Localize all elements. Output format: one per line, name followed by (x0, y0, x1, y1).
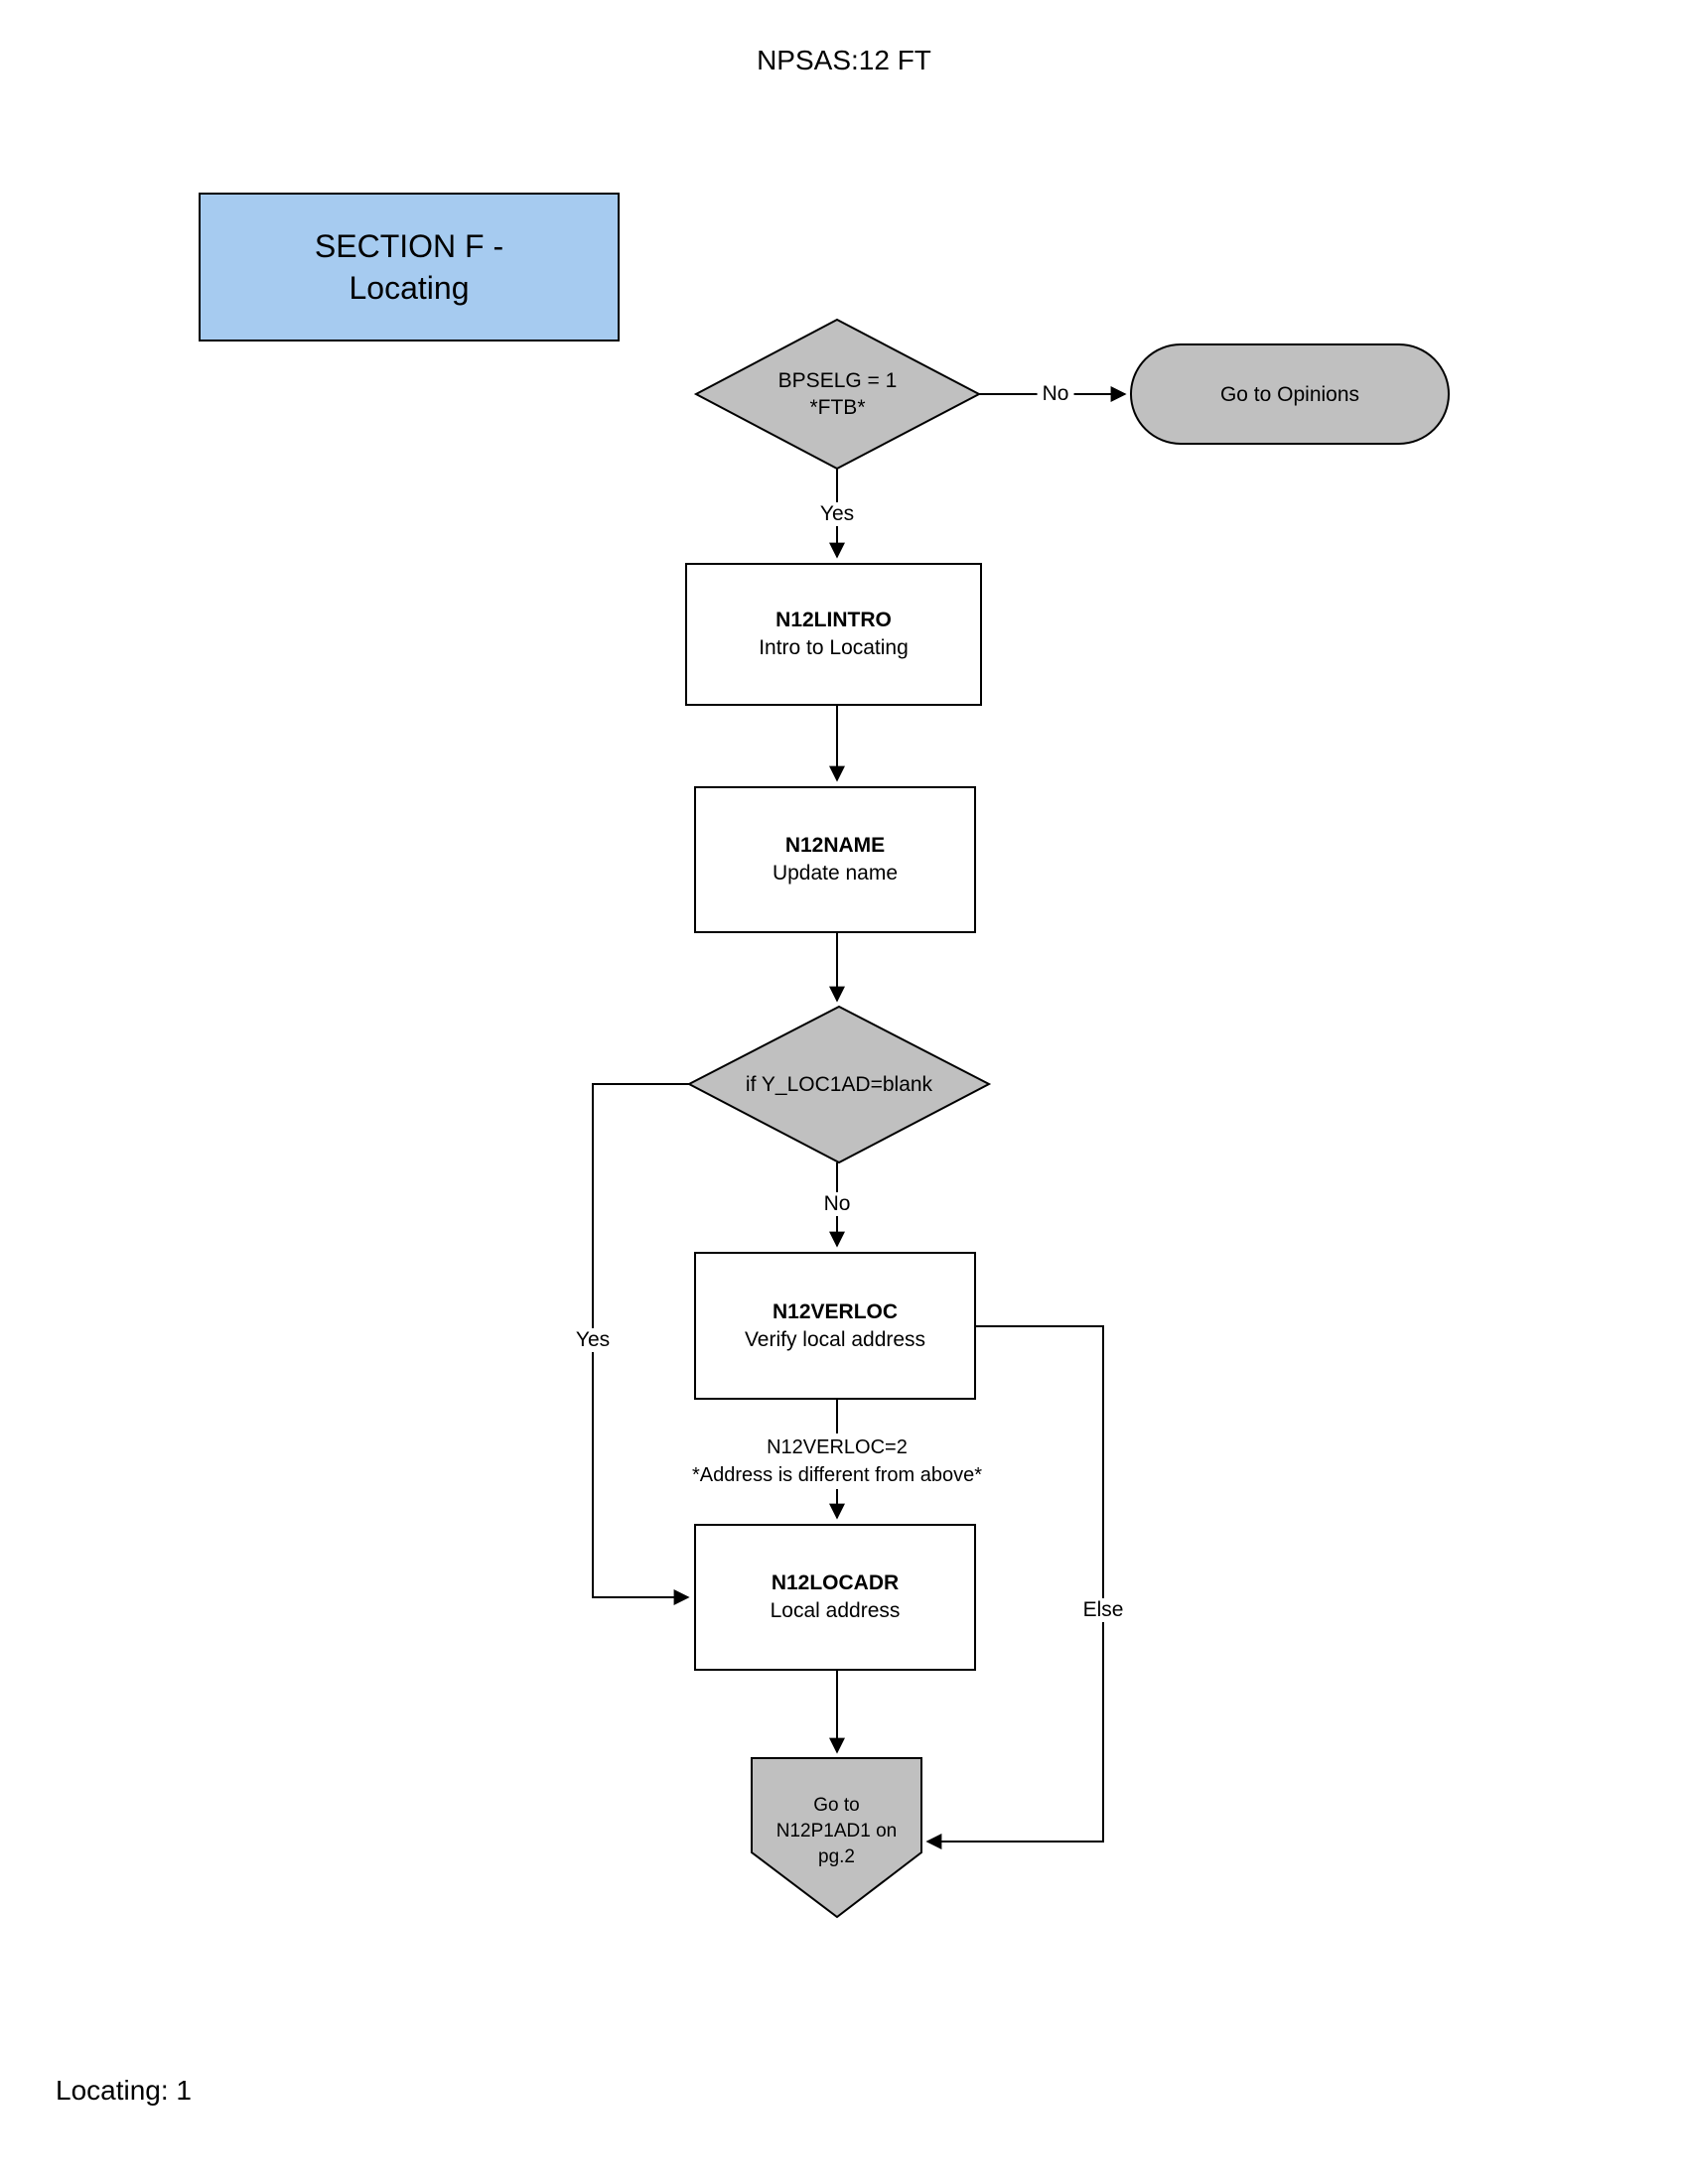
node-n12locadr: N12LOCADR Local address (694, 1524, 976, 1671)
edge-label-yloc1ad-no: No (818, 1192, 856, 1216)
decision-yloc1ad-label: if Y_LOC1AD=blank (745, 1073, 933, 1096)
terminal-opinions-label-wrap: Go to Opinions (1131, 344, 1449, 444)
decision-yloc1ad-label-wrap: if Y_LOC1AD=blank (689, 1007, 989, 1162)
node-n12verloc: N12VERLOC Verify local address (694, 1252, 976, 1400)
node-n12name-name: N12NAME (784, 834, 886, 857)
edge-label-verloc-else: Else (1077, 1598, 1129, 1622)
decision-bpselg-label: BPSELG = 1 *FTB* (696, 320, 979, 469)
node-n12lintro-name: N12LINTRO (775, 609, 892, 631)
node-n12verloc-name: N12VERLOC (772, 1299, 899, 1323)
edge-label-bpselg-yes: Yes (814, 502, 860, 526)
edge-label-bpselg-no: No (1037, 382, 1074, 406)
verloc-condition-line2: *Address is different from above* (691, 1464, 983, 1486)
offpage-connector-shape (751, 1757, 922, 1919)
terminal-opinions-label: Go to Opinions (1219, 382, 1360, 406)
decision-bpselg-shape (693, 318, 982, 471)
node-n12name-desc: Update name (772, 862, 899, 885)
offpage-line2: N12P1AD1 on (775, 1821, 898, 1842)
edge-label-yloc1ad-yes: Yes (570, 1328, 616, 1352)
page-title: NPSAS:12 FT (757, 45, 931, 75)
section-label-line2: Locating (349, 270, 470, 306)
node-n12locadr-desc: Local address (770, 1599, 901, 1622)
node-n12lintro: N12LINTRO Intro to Locating (685, 563, 982, 706)
page-footer: Locating: 1 (56, 2075, 192, 2106)
section-label-box: SECTION F - Locating (199, 193, 620, 341)
verloc-condition-line1: N12VERLOC=2 (767, 1436, 908, 1458)
offpage-connector-label: Go to N12P1AD1 on pg.2 (752, 1767, 921, 1896)
offpage-line1: Go to (813, 1795, 860, 1816)
node-n12name: N12NAME Update name (694, 786, 976, 933)
edge-verloc-else (925, 1325, 1104, 1849)
decision-bpselg-line2: *FTB* (809, 396, 866, 419)
decision-yloc1ad-shape (686, 1005, 992, 1164)
node-n12lintro-desc: Intro to Locating (759, 636, 909, 659)
offpage-line3: pg.2 (818, 1846, 855, 1867)
terminal-opinions-shape (1130, 343, 1450, 445)
edge-label-verloc-condition: N12VERLOC=2 *Address is different from a… (687, 1433, 987, 1489)
node-n12locadr-name: N12LOCADR (771, 1571, 900, 1594)
node-n12verloc-desc: Verify local address (744, 1327, 926, 1351)
decision-bpselg-line1: BPSELG = 1 (777, 369, 898, 392)
section-label-line1: SECTION F - (314, 228, 504, 264)
